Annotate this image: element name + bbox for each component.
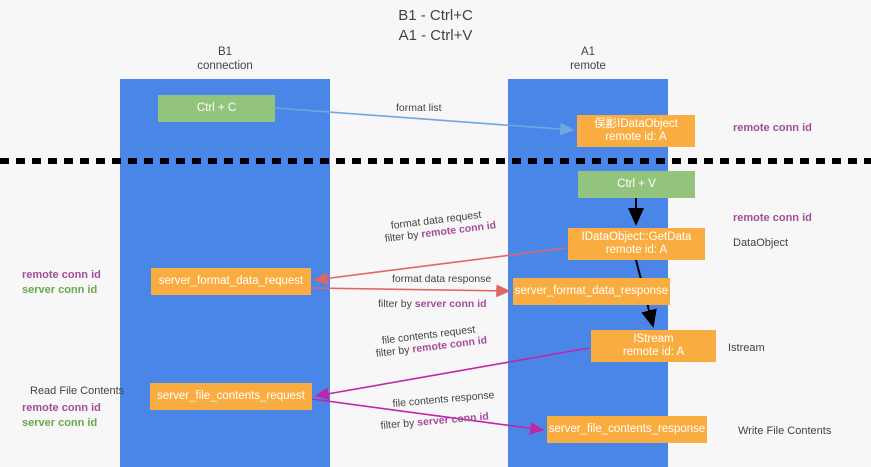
node-istream-label: IStream: [633, 332, 674, 345]
node-dataobject-label: 俣彲IDataObject: [594, 117, 678, 130]
annotation-right-remote-conn-id-1: remote conn id: [733, 121, 812, 136]
node-istream[interactable]: IStream remote id: A: [591, 330, 716, 362]
filter-key-server-conn-id: server conn id: [414, 298, 487, 310]
node-getdata-sub: remote id: A: [605, 244, 668, 256]
title-line-1: B1 - Ctrl+C: [398, 7, 473, 24]
swimlane-b1-name: B1: [217, 46, 233, 58]
edge-format-data-request: [313, 247, 567, 285]
annotation-left-read-file-contents: Read File Contents: [30, 384, 124, 399]
annotation-text: remote conn id: [733, 122, 812, 134]
annotation-right-remote-conn-id-2: remote conn id: [733, 211, 812, 226]
title-line-2: A1 - Ctrl+V: [398, 27, 473, 44]
node-server-file-contents-request[interactable]: server_file_contents_request: [150, 383, 312, 410]
swimlane-b1-role: connection: [197, 59, 253, 72]
annotation-text: Istream: [728, 342, 765, 354]
node-server-file-contents-response-label: server_file_contents_response: [548, 422, 706, 435]
swimlane-header-a1: A1 remote: [508, 46, 668, 73]
node-getdata[interactable]: IDataObject::GetData remote id: A: [568, 228, 705, 260]
node-istream-sub: remote id: A: [622, 346, 685, 358]
node-ctrl-c-label: Ctrl + C: [196, 101, 237, 114]
annotation-remote-conn-id: remote conn id: [22, 402, 101, 414]
annotation-right-dataobject: DataObject: [733, 236, 788, 251]
node-ctrl-c[interactable]: Ctrl + C: [158, 95, 275, 122]
swimlane-a1-role: remote: [570, 59, 606, 72]
edge-file-contents-request: [314, 347, 590, 401]
annotation-remote-conn-id: remote conn id: [22, 269, 101, 281]
swimlane-a1-name: A1: [580, 46, 596, 58]
node-server-file-contents-request-label: server_file_contents_request: [157, 389, 305, 402]
swimlane-header-b1: B1 connection: [120, 46, 330, 73]
node-server-file-contents-response[interactable]: server_file_contents_response: [547, 416, 707, 443]
annotation-text: Read File Contents: [30, 385, 125, 397]
annotation-server-conn-id: server conn id: [22, 417, 98, 429]
filter-prefix: filter by: [378, 298, 415, 310]
edge-file-contents-response: [311, 398, 545, 435]
edge-label-format-data-response-filter: filter by server conn id: [378, 297, 487, 311]
node-server-format-data-request[interactable]: server_format_data_request: [151, 268, 311, 295]
node-dataobject[interactable]: 俣彲IDataObject remote id: A: [577, 115, 695, 147]
annotation-left-conn-ids-2: remote conn id server conn id: [22, 401, 101, 431]
annotation-left-conn-ids-1: remote conn id server conn id: [22, 268, 101, 298]
annotation-server-conn-id: server conn id: [22, 284, 98, 296]
node-server-format-data-request-label: server_format_data_request: [158, 274, 304, 287]
node-dataobject-sub: remote id: A: [605, 131, 667, 143]
node-getdata-label: IDataObject::GetData: [581, 230, 692, 243]
edge-label-format-data-response-text: format data response: [392, 273, 492, 285]
annotation-text: remote conn id: [733, 212, 812, 224]
diagram-title: B1 - Ctrl+C A1 - Ctrl+V: [0, 6, 871, 46]
edge-label-format-list-text: format list: [396, 102, 442, 114]
edge-format-list: [274, 107, 575, 136]
edge-label-format-list: format list: [396, 101, 442, 115]
node-server-format-data-response-label: server_format_data_response: [514, 284, 669, 297]
node-ctrl-v-label: Ctrl + V: [617, 177, 656, 190]
annotation-right-istream: Istream: [728, 341, 765, 356]
annotation-text: Write File Contents: [738, 425, 832, 437]
edge-label-format-data-response: format data response: [392, 272, 491, 286]
annotation-right-write-file-contents: Write File Contents: [738, 424, 831, 439]
node-ctrl-v[interactable]: Ctrl + V: [578, 171, 695, 198]
node-server-format-data-response[interactable]: server_format_data_response: [513, 278, 670, 305]
annotation-text: DataObject: [733, 237, 789, 249]
edge-format-data-response: [310, 284, 511, 298]
